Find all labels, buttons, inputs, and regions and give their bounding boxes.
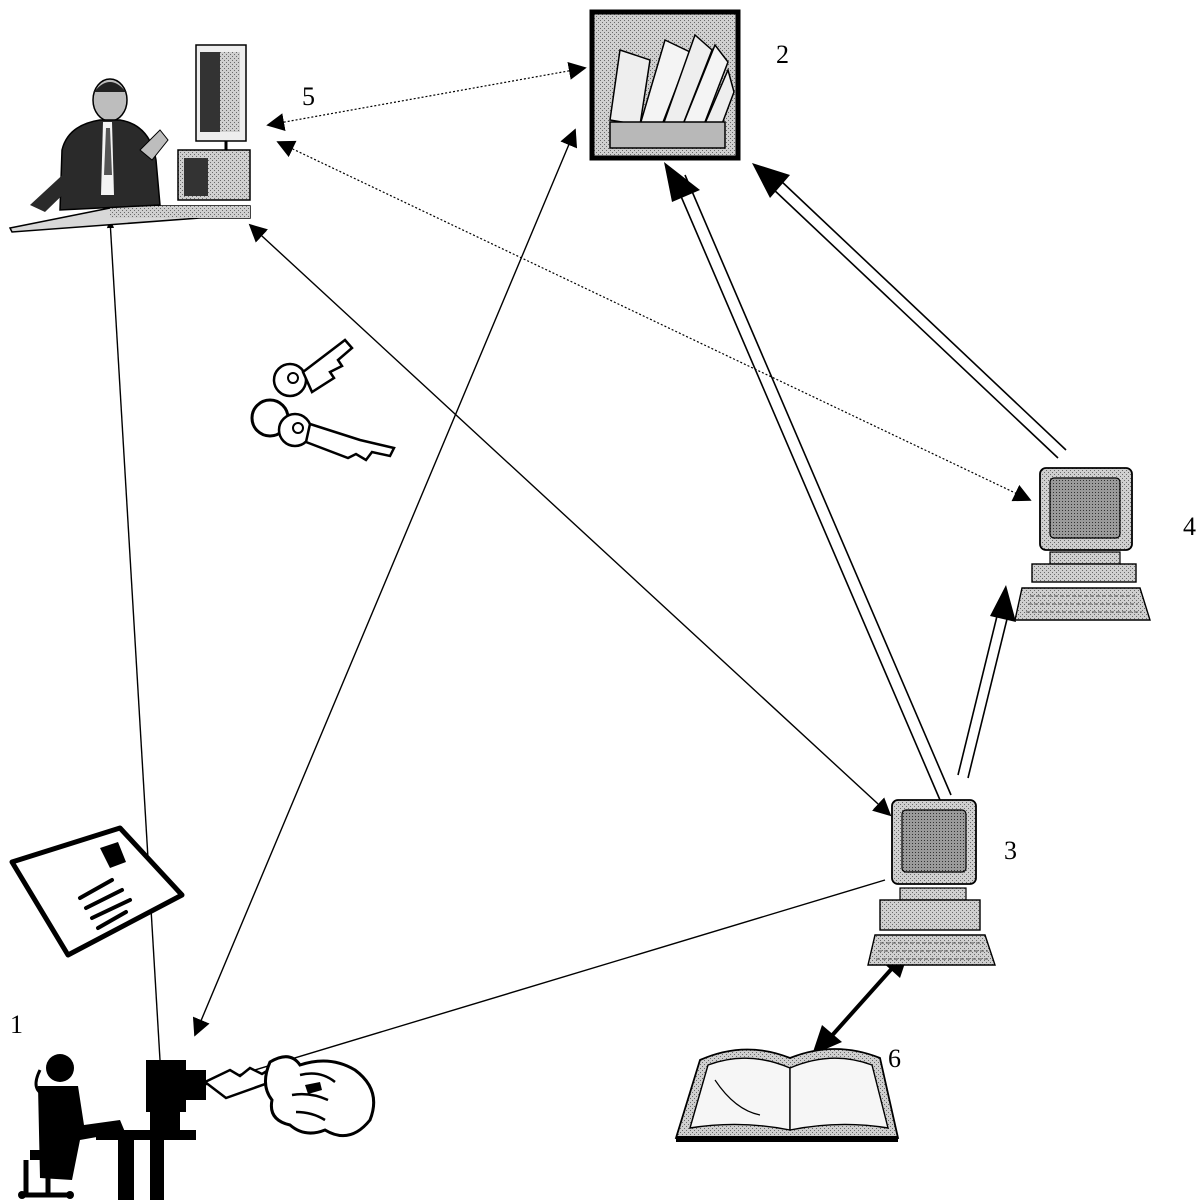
document	[9, 825, 185, 958]
node-5-manager	[8, 44, 251, 233]
node-label-4: 4	[1183, 512, 1196, 541]
double-arrow-4-to-2	[752, 163, 1067, 459]
dotted-arrow-5-to-2	[266, 62, 587, 131]
node-1-user	[18, 1054, 206, 1200]
document-sheet-icon	[9, 825, 185, 958]
arrow-1-to-2	[192, 128, 578, 1037]
line-3-to-1	[204, 879, 886, 1086]
node-label-3: 3	[1004, 836, 1017, 865]
dotted-arrow-5-to-4	[276, 140, 1032, 502]
node-label-2: 2	[776, 40, 789, 69]
node-2-archive	[589, 9, 741, 161]
person-at-computer-icon	[18, 1054, 206, 1200]
arrow-1-to-5	[106, 219, 161, 1061]
node-6-book	[674, 1048, 900, 1142]
archive-document-stack-icon	[589, 9, 741, 161]
manager-at-desk-with-computer-icon	[8, 44, 251, 233]
node-label-1: 1	[10, 1010, 23, 1039]
keys-icon	[250, 338, 396, 462]
hand-with-key	[202, 1055, 376, 1138]
node-label-6: 6	[888, 1044, 901, 1073]
hand-holding-key-icon	[202, 1055, 376, 1138]
double-arrow-3-to-4	[957, 585, 1016, 779]
node-3-computer	[867, 799, 996, 966]
keys	[250, 338, 396, 462]
arrow-5-to-3	[248, 223, 892, 817]
computer-terminal-icon	[1014, 467, 1151, 621]
computer-terminal-icon	[867, 799, 996, 966]
double-arrow-3-to-2	[664, 162, 952, 801]
connections	[106, 62, 1067, 1086]
node-label-5: 5	[302, 82, 315, 111]
open-book-icon	[674, 1048, 900, 1142]
node-4-computer	[1014, 467, 1151, 621]
